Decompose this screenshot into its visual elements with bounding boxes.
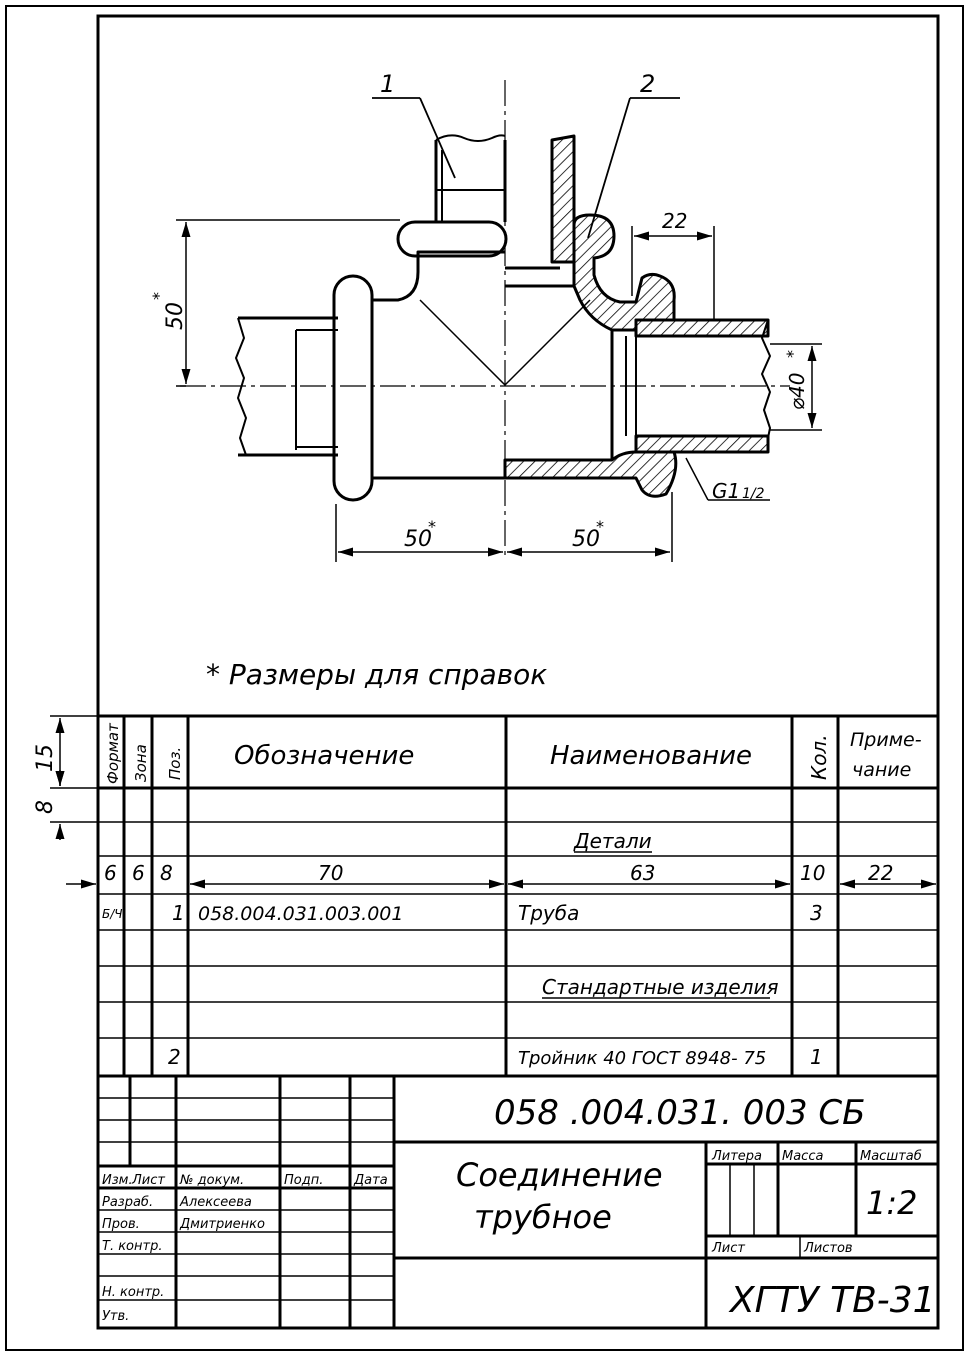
colw-designation: 70 (318, 861, 343, 885)
spec-table (50, 714, 938, 1078)
outer-sheet-border (5, 5, 964, 1351)
dim-d40: ⌀40 (785, 373, 809, 411)
callout-2: 2 (640, 70, 655, 98)
top-pipe (434, 134, 507, 222)
colw-pos: 8 (160, 861, 173, 885)
label-listov: Листов (803, 1241, 853, 1256)
dim-50-vertical: 50 (163, 302, 188, 330)
header-name: Наименование (550, 741, 752, 771)
thread-fraction: 1/2 (742, 486, 765, 502)
organization: ХГТУ ТВ-31 (728, 1280, 936, 1321)
right-section (503, 134, 771, 498)
row1-name: Труба (518, 901, 579, 925)
left-pipe (235, 316, 338, 457)
label-ndoc: № докум. (179, 1173, 244, 1188)
developer-name: Алексеева (179, 1195, 252, 1210)
dim-50-right-star: * (596, 517, 604, 536)
row2-qty: 1 (810, 1045, 823, 1069)
side-dim-8: 8 (33, 800, 58, 814)
checker-name: Дмитриенко (179, 1217, 265, 1232)
row2-pos: 2 (168, 1045, 181, 1069)
colw-name: 63 (630, 861, 655, 885)
header-zone: Зона (132, 744, 150, 782)
header-pos: Поз. (166, 747, 184, 780)
thread-label: G1 (712, 479, 740, 503)
dim-50-left: 50 (404, 527, 432, 552)
scale-value: 1:2 (866, 1184, 918, 1222)
title-block (98, 1076, 938, 1328)
label-list2: Лист (711, 1241, 745, 1256)
label-tkontr: Т. контр. (102, 1239, 162, 1254)
dimension-lines (176, 219, 822, 562)
label-razrab: Разраб. (102, 1195, 153, 1210)
label-prov: Пров. (102, 1217, 140, 1232)
label-list: Лист (131, 1173, 165, 1188)
row1-format: Б/Ч (102, 907, 123, 921)
reference-note: * Размеры для справок (206, 658, 547, 691)
row1-pos: 1 (172, 901, 185, 925)
header-note-line1: Приме- (850, 729, 922, 751)
colw-zone: 6 (132, 861, 145, 885)
title-line1: Соединение (456, 1156, 663, 1194)
tee-fitting-drawing (176, 80, 822, 562)
label-data: Дата (353, 1173, 388, 1188)
inner-frame (96, 14, 940, 1330)
label-litera: Литера (711, 1149, 762, 1164)
colw-note: 22 (868, 861, 893, 885)
row1-designation: 058.004.031.003.001 (198, 903, 403, 925)
dim-50-left-star: * (428, 517, 436, 536)
dim-50-right: 50 (572, 527, 600, 552)
row2-name: Тройник 40 ГОСТ 8948- 75 (518, 1048, 766, 1069)
center-lines (180, 80, 790, 560)
side-dim-15: 15 (33, 744, 58, 772)
label-massa: Масса (782, 1149, 823, 1164)
label-utv: Утв. (102, 1309, 129, 1324)
row1-qty: 3 (810, 901, 823, 925)
header-designation: Обозначение (234, 741, 414, 771)
left-collar (332, 274, 374, 502)
dim-22: 22 (662, 209, 687, 233)
body-upper-left (372, 250, 505, 302)
colw-format: 6 (104, 861, 117, 885)
section-parts: Детали (573, 829, 652, 853)
section-standard: Стандартные изделия (542, 975, 778, 999)
header-note-line2: чание (852, 759, 911, 781)
callout-1: 1 (380, 70, 395, 98)
doc-number: 058 .004.031. 003 СБ (494, 1093, 866, 1133)
label-podp: Подп. (284, 1173, 323, 1188)
label-izm: Изм. (102, 1173, 133, 1188)
callout-leaders (372, 97, 680, 239)
label-nkontr: Н. контр. (102, 1285, 164, 1300)
header-format: Формат (104, 722, 122, 784)
top-collar (396, 220, 508, 258)
colw-qty: 10 (800, 861, 825, 885)
label-masshtab: Масштаб (860, 1149, 922, 1164)
dim-50-vertical-star: * (149, 292, 168, 300)
header-qty: Кол. (807, 734, 831, 780)
title-line2: трубное (474, 1198, 612, 1236)
dim-d40-star: * (783, 350, 802, 358)
